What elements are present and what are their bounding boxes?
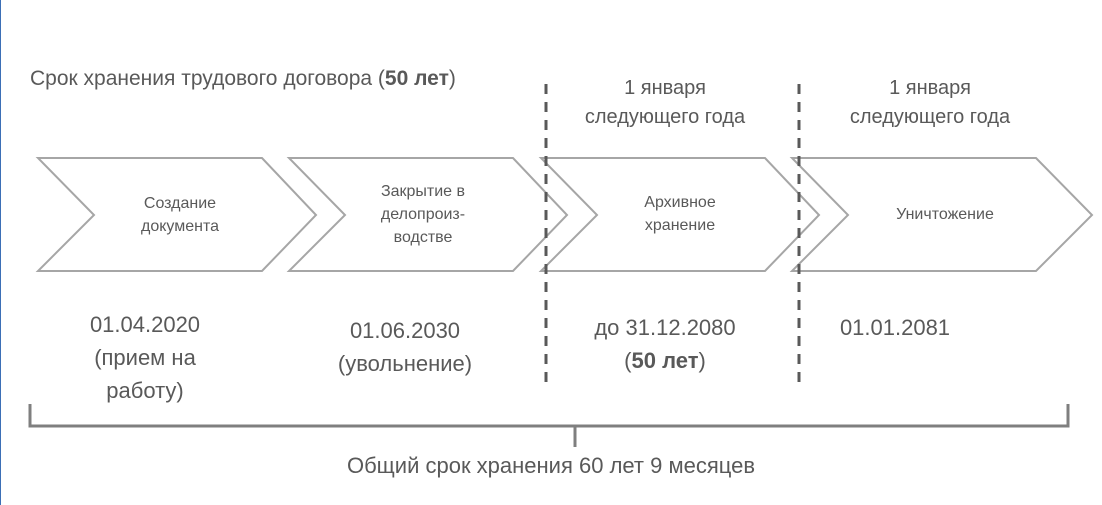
stage-label-archive: Архивное хранение — [644, 194, 716, 234]
total-bracket — [28, 404, 1070, 428]
stage-label-close: Закрытие в делопроиз- водстве — [380, 183, 466, 246]
chevron-create — [35, 157, 318, 272]
date-archive-end: до 31.12.2080 (50 лет) — [594, 315, 736, 373]
date-destruction: 01.01.2081 — [839, 315, 951, 340]
date-dismissal: 01.06.2030 (увольнение) — [337, 318, 473, 376]
total-storage-label: Общий срок хранения 60 лет 9 месяцев — [346, 453, 756, 478]
chevron-archive — [538, 157, 821, 272]
marker-label-1: 1 января следующего года — [584, 77, 746, 128]
page-title: Срок хранения трудового договора (50 лет… — [30, 67, 456, 90]
window-left-border — [0, 0, 1, 505]
date-hire: 01.04.2020 (прием на работу) — [89, 312, 201, 403]
chevron-destroy — [789, 157, 1094, 272]
marker-label-2: 1 января следующего года — [849, 77, 1011, 128]
stage-label-create: Создание документа — [140, 195, 219, 235]
stage-label-destroy: Уничтожение — [896, 206, 994, 223]
chevron-close — [286, 157, 569, 272]
